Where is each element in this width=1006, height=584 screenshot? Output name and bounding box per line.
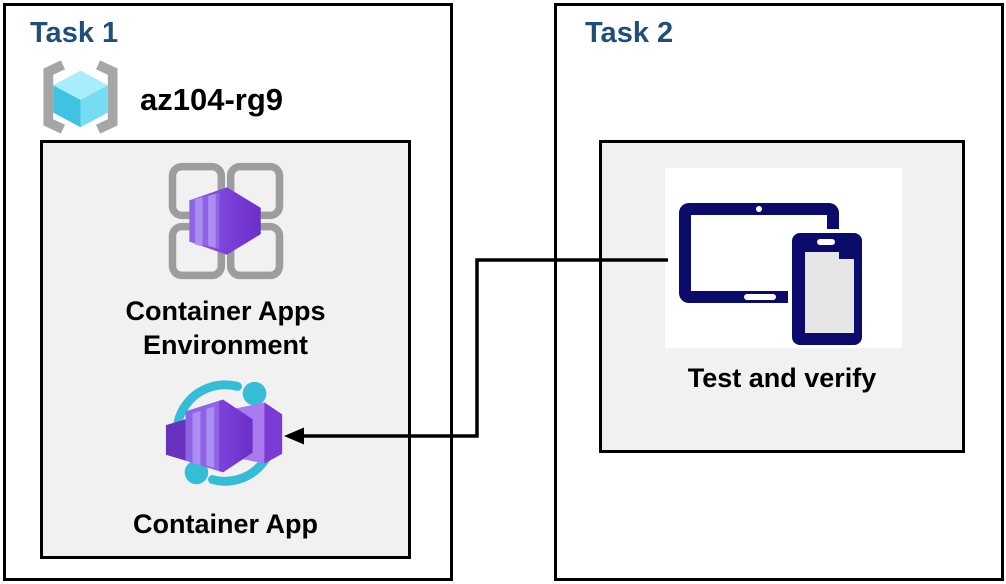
resource-group-icon [33, 58, 128, 141]
resource-group-row: az104-rg9 [33, 58, 283, 141]
devices-icon-plate [665, 168, 902, 349]
devices-icon [665, 203, 902, 352]
container-apps-environment-label: Container Apps Environment [125, 296, 326, 360]
task2-title: Task 2 [585, 17, 674, 49]
container-app-label: Container App [133, 509, 318, 539]
container-apps-environment-icon [165, 155, 287, 292]
task1-inner-box: Container Apps Environment [40, 140, 411, 559]
task1-title: Task 1 [30, 17, 119, 49]
test-and-verify-label: Test and verify [687, 363, 877, 393]
container-app-icon [162, 370, 290, 505]
task2-inner-box: Test and verify [599, 140, 965, 453]
task2-box: Task 2 Test and v [554, 3, 1004, 581]
task1-box: Task 1 az104-rg9 [3, 3, 453, 581]
resource-group-name: az104-rg9 [140, 81, 284, 117]
